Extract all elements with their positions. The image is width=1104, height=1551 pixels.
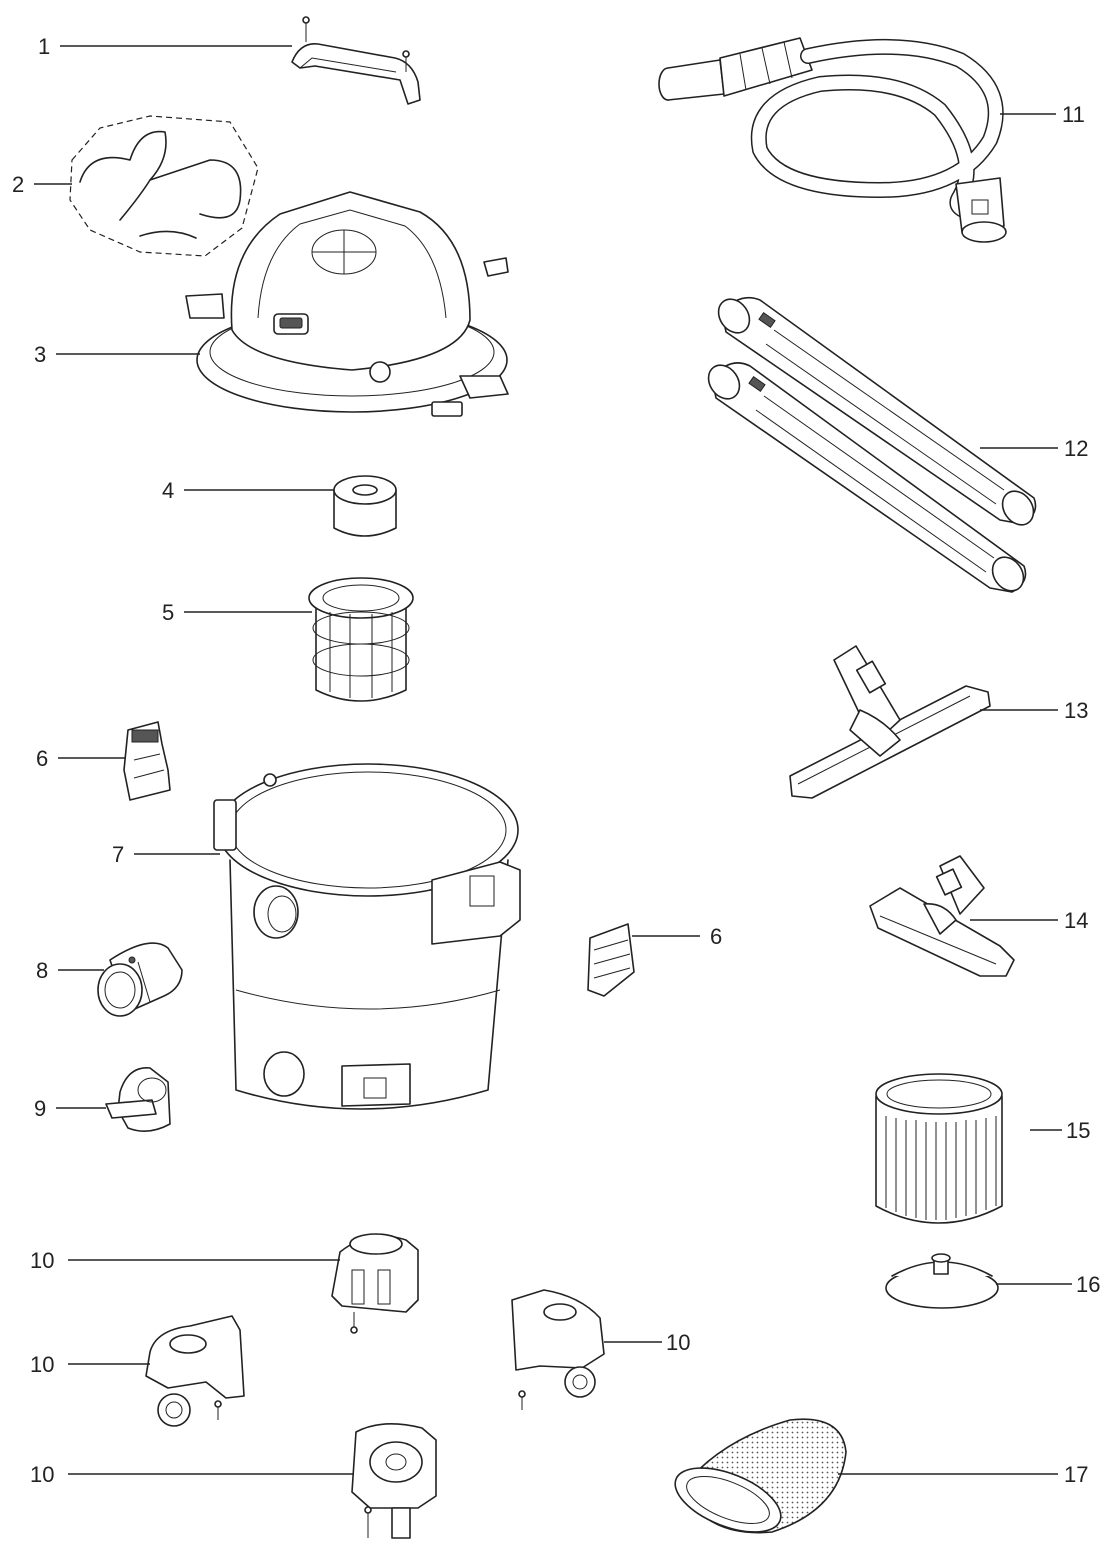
caster-icon	[145, 1233, 605, 1539]
label-9: 9	[34, 1096, 46, 1121]
label-10-right: 10	[666, 1330, 690, 1355]
label-10-top: 10	[30, 1248, 54, 1273]
label-11: 11	[1062, 102, 1085, 127]
label-10-bottom: 10	[30, 1462, 54, 1487]
drain-cap-icon	[105, 1067, 171, 1132]
latch-icon	[587, 923, 635, 997]
label-13: 13	[1064, 698, 1088, 723]
label-1: 1	[38, 34, 50, 59]
powerhead-icon	[185, 191, 509, 417]
cord-wrap-icon	[69, 115, 259, 257]
label-16: 16	[1076, 1272, 1100, 1297]
label-6-right: 6	[710, 924, 722, 949]
label-15: 15	[1066, 1118, 1090, 1143]
handle-icon	[291, 16, 421, 105]
label-17: 17	[1064, 1462, 1088, 1487]
label-8: 8	[36, 958, 48, 983]
label-7: 7	[112, 842, 124, 867]
filter-lid-icon	[885, 1253, 999, 1309]
cartridge-filter-icon	[875, 1073, 1003, 1224]
latch-icon	[123, 721, 171, 801]
inlet-adapter-icon	[97, 942, 183, 1017]
label-10-left: 10	[30, 1352, 54, 1377]
foam-filter-icon	[333, 475, 397, 537]
label-14: 14	[1064, 908, 1088, 933]
filter-bag-icon	[674, 1418, 847, 1534]
label-2: 2	[12, 172, 24, 197]
label-6-left: 6	[36, 746, 48, 771]
label-3: 3	[34, 342, 46, 367]
floor-nozzle-icon	[789, 645, 991, 799]
utility-nozzle-icon	[869, 855, 1015, 977]
label-5: 5	[162, 600, 174, 625]
tank-icon	[213, 763, 521, 1110]
label-12: 12	[1064, 436, 1088, 461]
filter-cage-icon	[308, 577, 414, 702]
hose-icon	[658, 37, 1007, 243]
label-4: 4	[162, 478, 174, 503]
extension-wand-icon	[707, 296, 1037, 593]
